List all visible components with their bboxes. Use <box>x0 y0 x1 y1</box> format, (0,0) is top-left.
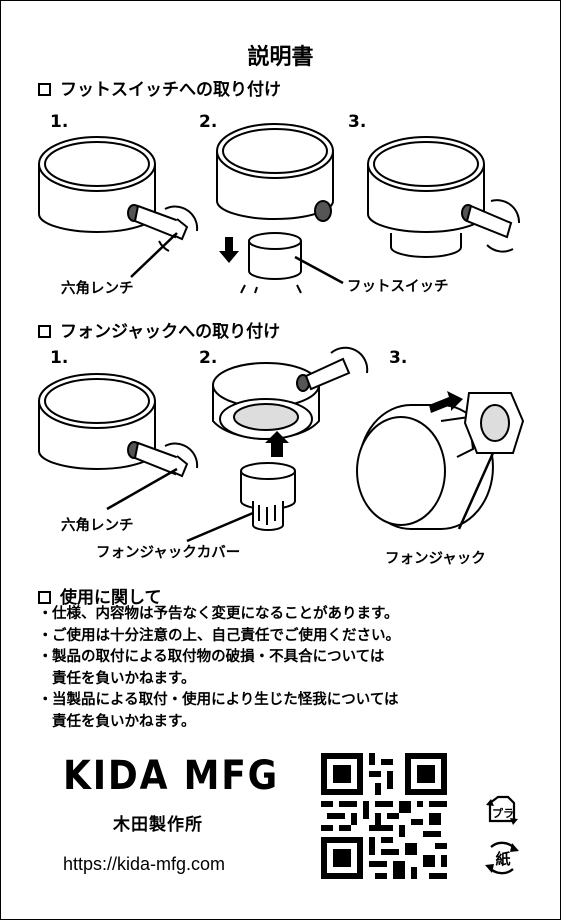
website-url[interactable]: https://kida-mfg.com <box>63 854 226 874</box>
brand-japanese-name: 木田製作所 <box>113 815 203 835</box>
checkbox-icon <box>38 591 51 604</box>
arrow-icon <box>265 431 289 457</box>
usage-notes: ・仕様、内容物は予告なく変更になることがあります。 ・ご使用は十分注意の上、自己… <box>38 604 538 733</box>
note-item-continuation: 責任を負いかねます。 <box>52 713 196 730</box>
arrow-icon <box>219 237 239 263</box>
step-number: 1. <box>50 348 69 368</box>
section-footswitch-heading: フットスイッチへの取り付け <box>38 75 281 100</box>
step-number: 1. <box>50 112 69 132</box>
step-number: 2. <box>199 348 218 368</box>
brand-logo: KIDA MFG <box>63 753 279 799</box>
arrow-icon <box>429 391 463 413</box>
step-number: 3. <box>348 112 367 132</box>
step-number: 3. <box>389 348 408 368</box>
step-number: 2. <box>199 112 218 132</box>
note-item: ・製品の取付による取付物の破損・不具合については <box>38 649 385 665</box>
section-phonejack-heading: フォンジャックへの取り付け <box>38 317 280 342</box>
recycle-plastic-icon <box>486 795 518 825</box>
recycle-paper-icon <box>485 841 519 875</box>
section-usage-heading: 使用に関して <box>38 583 162 608</box>
note-item: ・ご使用は十分注意の上、自己責任でご使用ください。 <box>38 627 400 644</box>
label-footswitch: フットスイッチ <box>347 279 449 295</box>
label-phonejack-cover: フォンジャックカバー <box>96 545 241 561</box>
qr-code-icon <box>321 753 447 879</box>
label-hex-wrench: 六角レンチ <box>61 281 134 297</box>
page-title: 説明書 <box>247 45 314 70</box>
checkbox-icon <box>38 83 51 96</box>
label-phonejack: フォンジャック <box>385 551 486 567</box>
note-item: ・仕様、内容物は予告なく変更になることがあります。 <box>38 606 399 622</box>
checkbox-icon <box>38 325 51 338</box>
recycle-paper-label: 紙 <box>495 850 511 868</box>
label-hex-wrench: 六角レンチ <box>61 518 134 534</box>
note-item: ・当製品による取付・使用により生じた怪我については <box>38 692 399 708</box>
note-item-continuation: 責任を負いかねます。 <box>52 670 196 687</box>
recycle-plastic-label: プラ <box>492 807 514 820</box>
